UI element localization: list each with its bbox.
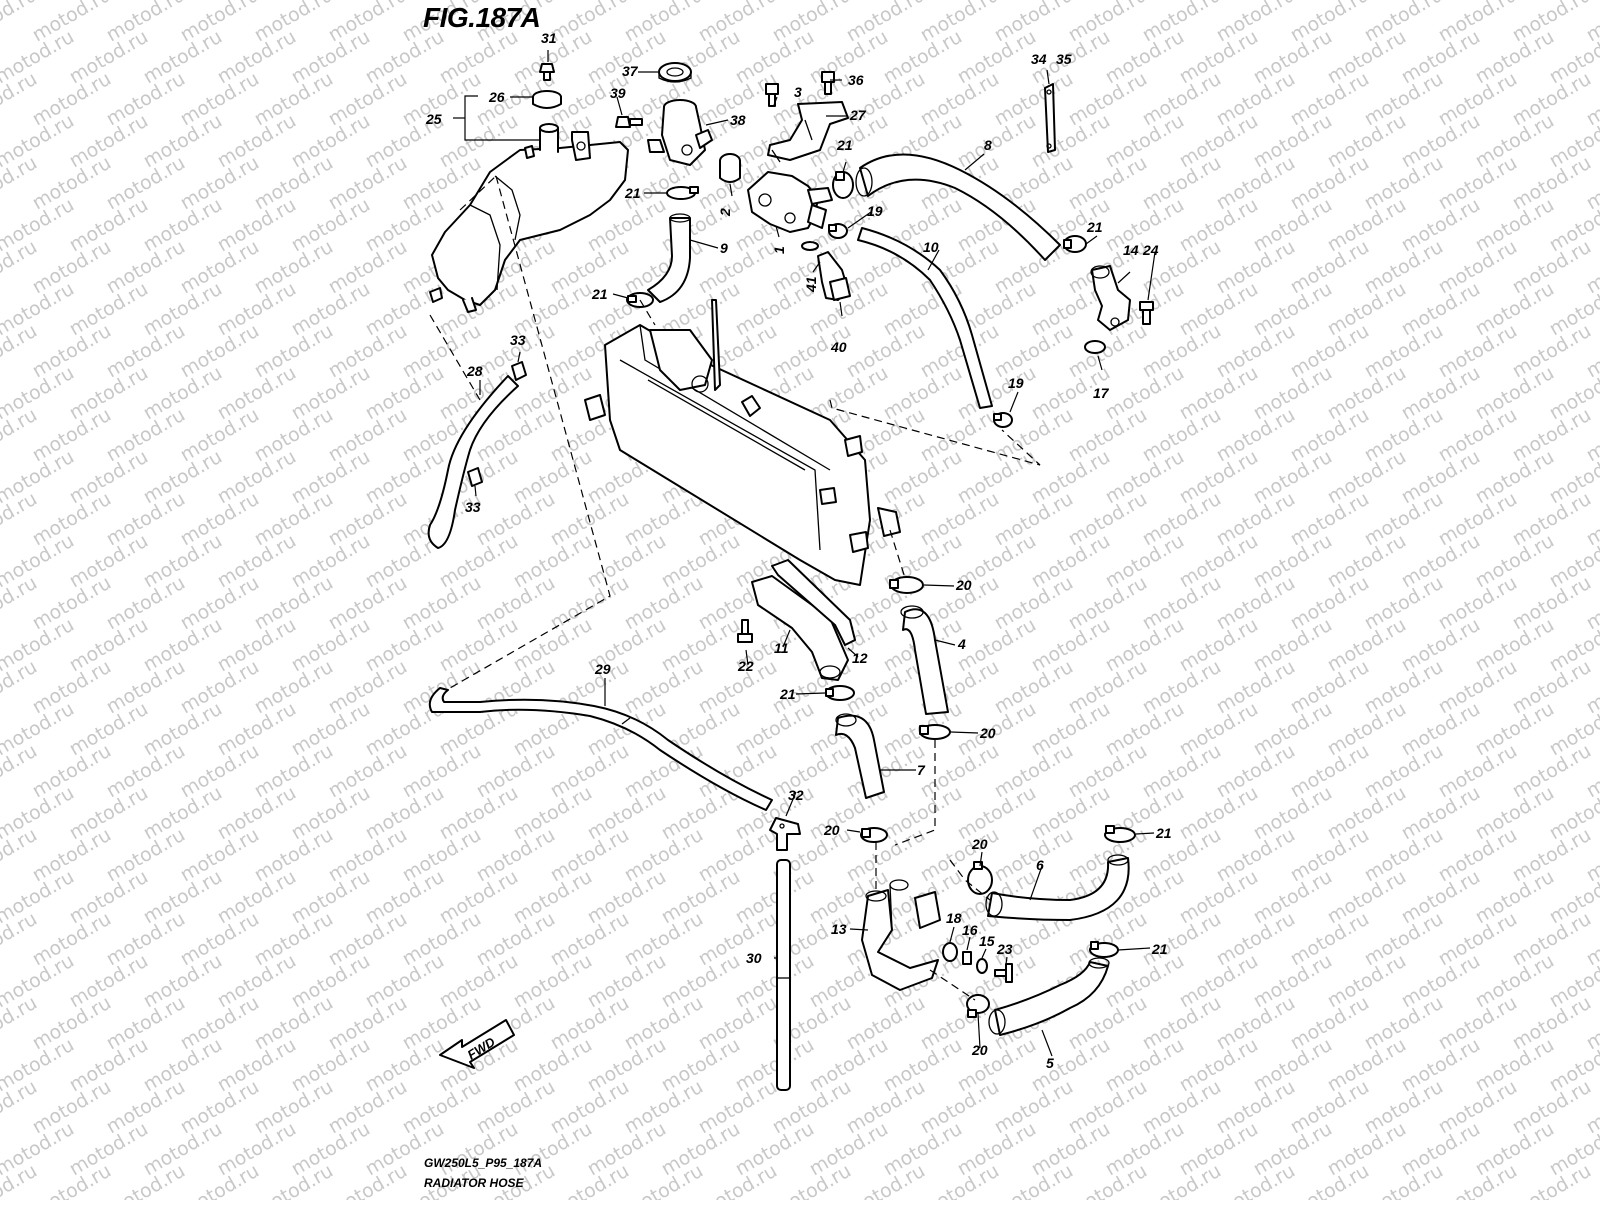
part-label: 19 [867,203,883,219]
collar-16 [963,952,971,964]
part-label: 8 [984,137,992,153]
part-label: 21 [591,286,608,302]
clamp-19-b [994,413,1012,427]
washer-15 [977,959,987,973]
part-label: 20 [955,577,972,593]
clamp-19-a [829,224,847,238]
part-label: 39 [610,85,626,101]
part-label: 26 [488,89,505,105]
part-label: 41 [803,276,819,293]
figure-caption: RADIATOR HOSE [424,1176,524,1190]
clamp-21-b [833,172,853,198]
part-label: 23 [996,941,1013,957]
part-label: 33 [465,499,481,515]
part-label: 14 [1123,242,1139,258]
o-ring-41 [802,242,818,250]
thermostat-cap [659,63,691,82]
bolt-3 [766,84,778,106]
part-label: 5 [1046,1055,1054,1071]
clamp-21-a [667,187,698,199]
part-label: 29 [594,661,611,677]
part-label: 16 [962,922,978,938]
clamp-21-e [826,686,854,700]
clamp-21-g [1090,942,1118,957]
part-label: 11 [774,640,789,656]
part-label: 20 [971,1042,988,1058]
clamp-20-a [890,577,923,593]
part-label: 37 [622,63,639,79]
part-label: 38 [730,112,746,128]
part-label: 20 [823,822,840,838]
clamp-20-c [861,828,887,842]
part-label: 20 [971,836,988,852]
figure-title: FIG.187A [423,2,540,34]
part-label: 24 [1142,242,1159,258]
part-label: 4 [957,636,966,652]
part-label: 21 [1151,941,1168,957]
part-label: 28 [466,363,483,379]
part-label: 33 [510,332,526,348]
part-label: 36 [848,72,864,88]
clamp-20-d [968,862,992,894]
part-label: 6 [1036,857,1044,873]
part-label: 15 [979,933,995,949]
model-code: GW250L5_P95_187A [424,1156,542,1170]
part-label: 3 [794,84,802,100]
part-label: 13 [831,921,847,937]
part-label: 7 [917,762,926,778]
clamp-20-b [920,725,950,739]
part-label: 21 [624,185,641,201]
part-label: 22 [737,658,754,674]
hose-30 [777,860,790,1090]
part-label: 21 [836,137,853,153]
part-label: 25 [425,111,442,127]
part-label: 35 [1056,51,1072,67]
part-label: 34 [1031,51,1047,67]
part-label: 40 [830,339,847,355]
part-label: 31 [541,30,557,46]
bolt-39 [616,117,642,127]
part-label: 18 [946,910,962,926]
part-label: 12 [852,650,868,666]
washer-18 [943,943,957,961]
part-label: 32 [788,787,804,803]
part-label: 30 [746,950,762,966]
part-label: 21 [1086,219,1103,235]
part-label: 27 [849,107,867,123]
part-label: 2 [717,208,733,217]
part-label: 20 [979,725,996,741]
clamp-21-c [1064,236,1086,252]
part-label: 1 [771,246,787,254]
part-label: 19 [1008,375,1024,391]
part-label: 9 [720,240,728,256]
part-label: 21 [1155,825,1172,841]
part-label: 21 [779,686,796,702]
reservoir-cap [533,91,561,108]
o-ring-17 [1085,341,1105,353]
part-label: 17 [1093,385,1110,401]
part-label: 10 [923,239,939,255]
thermostat-2 [720,154,740,182]
